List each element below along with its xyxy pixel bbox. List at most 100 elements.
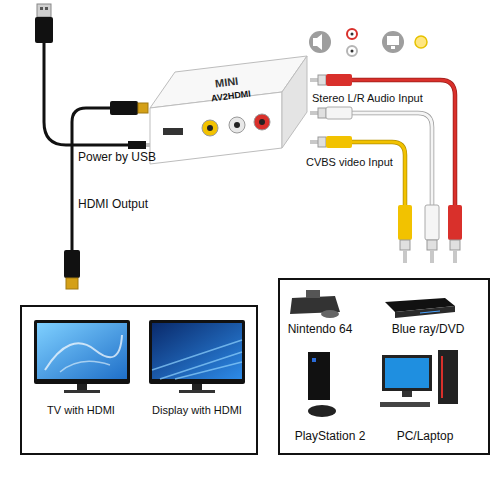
rca-white-cable-part	[427, 240, 437, 250]
display-picture-part	[152, 323, 242, 379]
rca-audio-icon-part	[347, 29, 357, 39]
rca-white-cable-part	[326, 107, 352, 119]
display-picture-part	[179, 390, 215, 393]
blu-ray-player-picture-part	[420, 311, 440, 313]
rca-jack-ring	[202, 120, 218, 136]
rca-white-cable	[310, 107, 439, 263]
display-picture-part	[149, 320, 245, 384]
rca-red-cable-part	[318, 75, 326, 85]
rca-yellow-cable-part	[352, 142, 405, 205]
callout-label: Power by USB	[78, 151, 156, 165]
callout-label: CVBS video Input	[306, 156, 393, 169]
tv-picture-part	[64, 390, 100, 393]
pc-picture-part	[441, 356, 443, 398]
hdmi-cable-part	[66, 278, 78, 289]
rca-jack-hole	[207, 125, 213, 131]
audio-icon-part	[309, 31, 331, 53]
rca-audio-icon-part	[351, 50, 354, 53]
rca-yellow-cable-part	[326, 136, 352, 148]
converter-outline	[145, 52, 311, 170]
rca-yellow-cable-part	[318, 137, 326, 147]
rca-red-cable-part	[453, 250, 457, 263]
usb-power-cable-part	[35, 17, 53, 43]
callout-label: Stereo L/R Audio Input	[312, 92, 423, 105]
rca-video-icon	[415, 36, 427, 48]
rca-yellow-cable-part	[352, 142, 405, 205]
usb-power-cable-part	[40, 7, 43, 10]
device-caption: PlayStation 2	[295, 430, 366, 444]
tv-picture-part	[77, 384, 87, 390]
rca-red-cable	[310, 74, 462, 263]
rca-red-cable-part	[310, 78, 318, 82]
mode-switch	[163, 128, 183, 135]
device-caption: Nintendo 64	[288, 323, 353, 337]
rca-yellow-cable-part	[398, 205, 412, 240]
rca-red-cable-part	[448, 205, 462, 240]
nintendo-64-picture-part	[321, 310, 339, 318]
usb-power-cable-part	[37, 4, 51, 17]
rca-jack	[202, 120, 218, 136]
display-picture	[149, 320, 245, 393]
video-icon-part	[382, 31, 404, 53]
tv-picture-part	[34, 320, 130, 384]
rca-yellow-cable-part	[403, 250, 407, 263]
tv-picture	[34, 320, 130, 393]
pc-picture-part	[380, 402, 430, 407]
rca-audio-icon-part	[351, 33, 354, 36]
rca-jack	[254, 114, 270, 130]
pc-picture	[380, 350, 458, 407]
rca-yellow-cable-part	[400, 240, 410, 250]
rca-audio-icon	[347, 29, 357, 56]
callout-label: HDMI Output	[78, 198, 148, 212]
usb-power-cable-part	[146, 143, 150, 147]
device-caption: Blue ray/DVD	[392, 323, 465, 337]
nintendo-64-picture-part	[306, 290, 320, 298]
usb-power-cable-part	[128, 141, 146, 149]
converter-box: MINIAV2HDMI	[145, 52, 311, 170]
rca-white-cable-part	[318, 108, 326, 118]
rca-red-cable-part	[326, 74, 352, 86]
hdmi-cable-part	[138, 103, 148, 113]
rca-video-icon-part	[415, 36, 427, 48]
device-caption: TV with HDMI	[47, 404, 115, 417]
playstation-2-picture-part	[308, 405, 336, 417]
pc-picture-part	[385, 358, 429, 388]
pc-picture-part	[382, 355, 432, 391]
usb-power-cable	[35, 4, 150, 149]
pc-picture-part	[438, 350, 458, 404]
rca-jack-ring	[254, 114, 270, 130]
device-caption: Display with HDMI	[152, 404, 242, 417]
converter-face	[282, 56, 307, 148]
video-icon-part	[387, 36, 399, 45]
video-icon-part	[391, 46, 395, 49]
playstation-2-picture-part	[308, 352, 330, 400]
rca-yellow-cable-part	[310, 140, 318, 144]
usb-power-cable-part	[45, 7, 48, 10]
tv-picture-part	[37, 323, 127, 379]
output-devices-panel: TV with HDMI Display with HDMI	[20, 305, 258, 455]
blu-ray-player-picture-part	[395, 306, 455, 318]
rca-jack	[229, 117, 245, 133]
blu-ray-player-picture	[385, 298, 455, 318]
hdmi-cable-part	[72, 108, 110, 250]
tv-picture-part	[45, 335, 122, 370]
brand-label: MINI	[215, 74, 240, 89]
rca-yellow-cable	[310, 136, 412, 263]
rca-white-cable-part	[310, 111, 318, 115]
audio-icon-part	[313, 34, 322, 50]
hdmi-cable-part	[110, 101, 138, 115]
rca-audio-icon-part	[347, 46, 357, 56]
nintendo-64-picture	[290, 290, 340, 318]
rca-jack-ring	[229, 117, 245, 133]
audio-icon	[309, 31, 331, 53]
rca-white-cable-part	[430, 250, 434, 263]
rca-white-cable-part	[425, 205, 439, 240]
display-picture-part	[152, 340, 242, 379]
video-icon	[382, 31, 404, 53]
hdmi-cable	[64, 101, 148, 289]
tv-picture-part	[60, 361, 110, 372]
display-picture-part	[192, 384, 202, 390]
usb-power-cable-part	[44, 43, 128, 145]
pc-picture-part	[402, 391, 412, 397]
